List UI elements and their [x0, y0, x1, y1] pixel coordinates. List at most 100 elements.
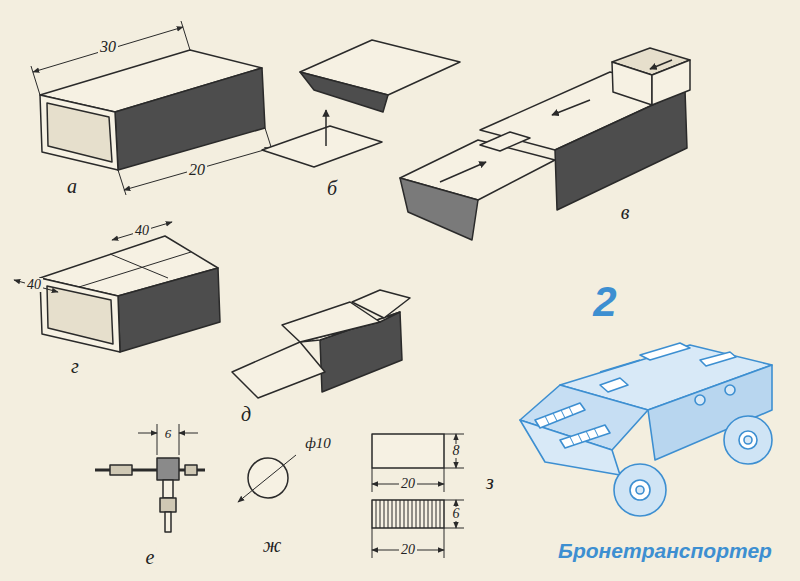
- axle-part: [160, 498, 176, 512]
- dimension-line-part: [118, 170, 126, 195]
- figure-letter: в: [619, 202, 632, 222]
- apc-vehicle-part: [725, 385, 735, 395]
- figure-letter: е: [144, 547, 157, 567]
- parts-part: [372, 434, 444, 468]
- dimension-line-part: [444, 468, 464, 469]
- dimension-line-part: [444, 528, 445, 558]
- apc-vehicle-part: [560, 425, 610, 448]
- assembly-part: [612, 62, 652, 105]
- dimension-line-part: [372, 528, 373, 558]
- marked-box: [40, 236, 220, 352]
- figure-letter: а: [65, 176, 79, 196]
- apc-vehicle-part: [600, 378, 628, 392]
- parts-part: [376, 500, 440, 528]
- apc-vehicle-part: [724, 416, 772, 464]
- apc-vehicle-part: [520, 420, 620, 475]
- marked-box-part: [79, 252, 191, 287]
- apc-vehicle-part: [648, 365, 772, 460]
- dimension-line-part: [444, 468, 445, 492]
- assembly-part: [650, 60, 672, 69]
- assembly-part: [400, 178, 478, 240]
- wheel-disc-part: [238, 455, 296, 502]
- assembly-part: [552, 100, 590, 115]
- figure-letter: д: [239, 404, 253, 424]
- dimension-line: [14, 222, 172, 292]
- marked-box-part: [110, 254, 168, 278]
- dimension: 40: [133, 224, 151, 238]
- matchbox-sleeve-part: [115, 68, 265, 170]
- dimension: ф10: [303, 436, 333, 451]
- figure-letter: г: [69, 356, 81, 376]
- matchbox-sleeve-part: [47, 103, 112, 162]
- assembly-part: [555, 90, 687, 210]
- dimension-line-part: [179, 424, 180, 455]
- dimension-line-part: [157, 424, 158, 455]
- dimension: 8: [451, 444, 462, 458]
- apc-vehicle-part: [700, 352, 736, 366]
- dimension: 30: [98, 39, 118, 55]
- assembly-part: [652, 60, 690, 105]
- cut-box: [232, 290, 410, 398]
- caption-title: Бронетранспортер: [556, 540, 774, 561]
- dimension: 6: [451, 507, 462, 521]
- dimension: 20: [187, 162, 207, 178]
- box-lid-part: [325, 110, 327, 146]
- box-lid-part: [300, 72, 388, 112]
- apc-vehicle: [520, 343, 772, 516]
- dimension: 40: [25, 278, 43, 292]
- apc-vehicle-part: [695, 395, 705, 405]
- axle-part: [157, 458, 179, 480]
- figure-letter: ж: [261, 535, 284, 555]
- axle: [95, 458, 205, 532]
- assembly-part: [440, 162, 486, 182]
- wheel-disc: [238, 455, 296, 502]
- apc-vehicle-part: [545, 407, 598, 445]
- cut-box-part: [352, 290, 410, 318]
- illustration-part: [14, 21, 690, 558]
- figure-letter: з: [484, 472, 496, 492]
- apc-vehicle-part: [640, 343, 690, 360]
- marked-box-part: [40, 278, 120, 352]
- dimension-line: [31, 21, 273, 195]
- figure-letter: б: [325, 178, 339, 198]
- dimension-line-part: [444, 500, 464, 501]
- parts-part: [372, 500, 444, 528]
- apc-vehicle-part: [630, 480, 650, 500]
- apc-vehicle-part: [600, 360, 640, 372]
- matchbox-sleeve-part: [40, 95, 118, 170]
- dimension-line-part: [444, 434, 464, 435]
- dimension: 20: [399, 477, 417, 491]
- dimension-line-part: [124, 148, 271, 190]
- apc-vehicle-part: [744, 436, 752, 444]
- marked-box-part: [118, 268, 220, 352]
- dimension-line-part: [444, 528, 464, 529]
- figure-number: 2: [591, 281, 618, 323]
- dimension: 6: [163, 427, 174, 440]
- assembly: [400, 48, 690, 240]
- dimension-line-part: [112, 222, 172, 240]
- dimension-line-part: [181, 21, 190, 50]
- assembly-part: [480, 132, 530, 151]
- parts: [372, 434, 444, 528]
- axle-part: [163, 480, 173, 498]
- dimension-line: [372, 434, 464, 558]
- apc-vehicle-part: [535, 403, 585, 428]
- dimension-line-part: [138, 433, 157, 434]
- dimension: 20: [399, 543, 417, 557]
- apc-vehicle-part: [636, 486, 644, 494]
- axle-part: [110, 465, 132, 475]
- cut-box-part: [232, 342, 325, 398]
- box-lid: [262, 40, 460, 167]
- apc-vehicle-part: [739, 431, 757, 449]
- axle-part: [165, 512, 171, 532]
- axle-part: [185, 465, 197, 475]
- marked-box-part: [47, 286, 113, 344]
- dimension-line-part: [372, 468, 373, 492]
- dimension-line-part: [179, 433, 198, 434]
- apc-vehicle-part: [614, 464, 666, 516]
- matchbox-sleeve: [40, 50, 265, 170]
- box-lid-part: [262, 126, 382, 167]
